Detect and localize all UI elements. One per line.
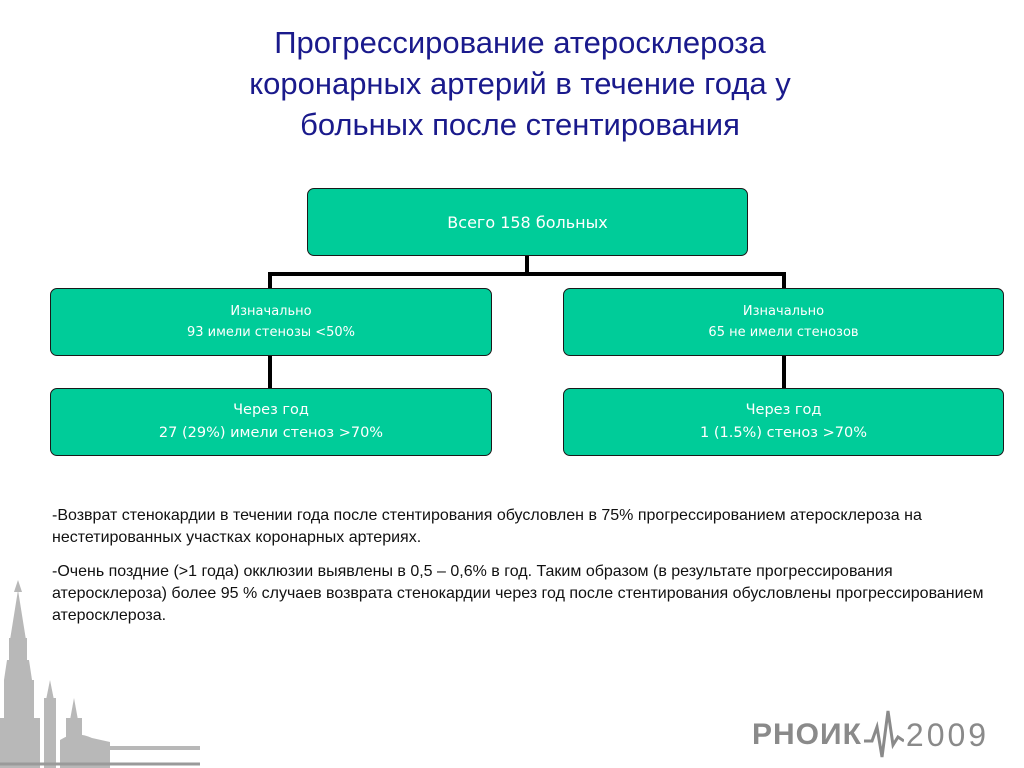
- note-paragraph-2: -Очень поздние (>1 года) окклюзии выявле…: [52, 563, 984, 624]
- page-title: Прогрессирование атеросклероза коронарны…: [170, 22, 870, 145]
- left-year-line-2: 27 (29%) имели стеноз >70%: [158, 425, 384, 441]
- title-line-3: больных после стентирования: [300, 107, 740, 142]
- left-year-line-1: Через год: [233, 402, 309, 418]
- right-initial-line-2: 65 не имели стенозов: [708, 325, 859, 340]
- right-initial-line-1: Изначально: [742, 304, 825, 319]
- right-year-node-box: Через год 1 (1.5%) стеноз >70%: [563, 388, 1004, 456]
- note-paragraph-1: -Возврат стенокардии в течении года посл…: [52, 507, 922, 546]
- left-initial-line-2: 93 имели стенозы <50%: [186, 325, 356, 340]
- root-node-box: Всего 158 больных: [307, 188, 748, 256]
- root-node-text: Всего 158 больных: [447, 212, 608, 232]
- logo-year: 2009: [905, 716, 990, 753]
- notes-section: -Возврат стенокардии в течении года посл…: [52, 505, 992, 639]
- kremlin-tower-silhouette-icon: [0, 580, 200, 768]
- title-line-2: коронарных артерий в течение года у: [249, 66, 791, 101]
- left-initial-node-box: Изначально 93 имели стенозы <50%: [50, 288, 492, 356]
- left-initial-line-1: Изначально: [230, 304, 312, 319]
- right-initial-node-box: Изначально 65 не имели стенозов: [563, 288, 1004, 356]
- ecg-pulse-icon: [863, 710, 904, 758]
- logo-text: РНОИК: [752, 718, 862, 751]
- title-line-1: Прогрессирование атеросклероза: [274, 25, 766, 60]
- right-year-line-2: 1 (1.5%) стеноз >70%: [700, 425, 867, 441]
- left-year-node-box: Через год 27 (29%) имели стеноз >70%: [50, 388, 492, 456]
- rnoik-logo: РНОИК 2009: [752, 705, 1012, 765]
- right-year-line-1: Через год: [745, 402, 822, 418]
